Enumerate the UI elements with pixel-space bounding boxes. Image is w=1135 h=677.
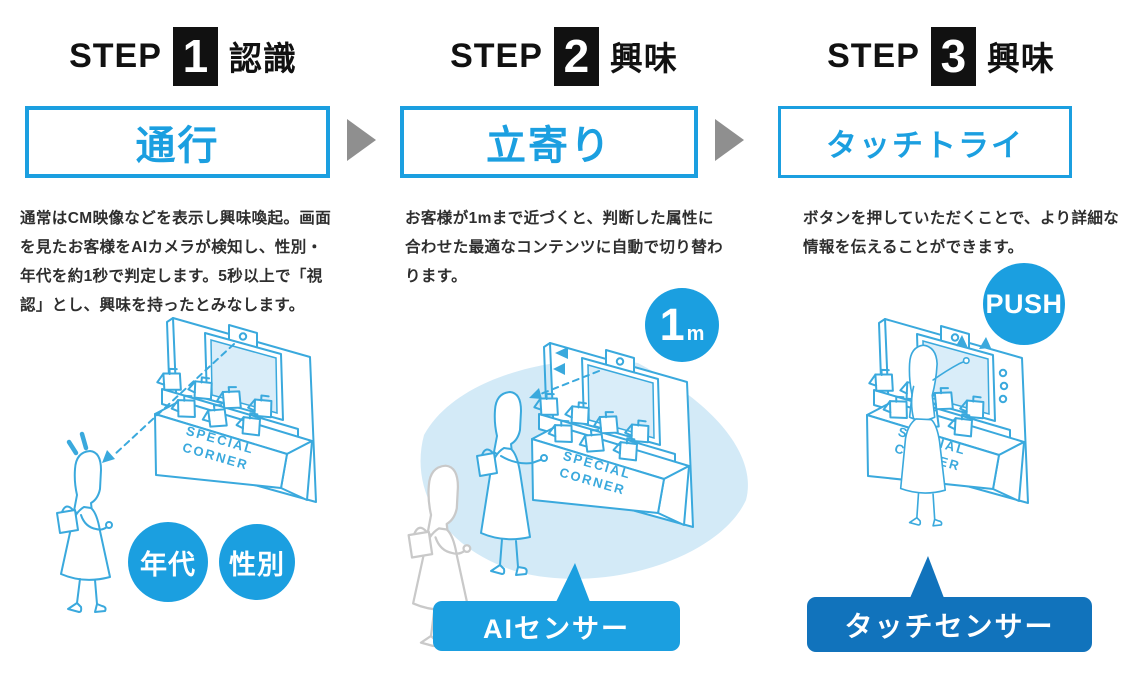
gaze-arrowhead-icon	[102, 450, 115, 463]
step1-desc-line: 認」とし、興味を持ったとみなします。	[20, 297, 305, 314]
surprise-marks	[66, 431, 89, 456]
push-badge: PUSH	[983, 263, 1065, 345]
gaze-dashed-line	[537, 370, 600, 396]
gaze-arrowhead-icon	[529, 388, 542, 399]
step1-desc-line: 年代を約1秒で判定します。5秒以上で「視	[20, 268, 323, 285]
step2-desc-line: 合わせた最適なコンテンツに自動で切り替わ	[405, 239, 724, 256]
step1-desc-line: を見たお客様をAIカメラが検知し、性別・	[20, 239, 323, 256]
step1-number-badge: 1	[172, 26, 218, 86]
flow-arrow-1-icon	[347, 119, 376, 161]
step1-flow-label: 通行	[135, 124, 220, 168]
ai-sensor-label-pointer	[556, 563, 590, 602]
step3-flow-label: タッチトライ	[826, 127, 1024, 163]
step1-desc-line: 通常はCM映像などを表示し興味喚起。画面	[20, 210, 332, 227]
step2-word: STEP	[450, 36, 543, 75]
step2-desc-line: お客様が1mまで近づくと、判断した属性に	[405, 210, 714, 227]
distance-value: 1	[659, 299, 685, 350]
customer-approaching	[476, 391, 548, 576]
age-badge: 年代	[128, 522, 208, 602]
touch-arrow-icon	[979, 337, 991, 349]
distance-unit: m	[686, 323, 705, 345]
step3-category: 興味	[986, 40, 1055, 77]
step2-illustration	[407, 285, 748, 648]
gender-badge: 性別	[219, 524, 295, 600]
age-badge-label: 年代	[140, 549, 196, 580]
step1-description: 通常はCM映像などを表示し興味喚起。画面 を見たお客様をAIカメラが検知し、性別…	[20, 204, 356, 320]
step2-flow-label: 立寄り	[486, 124, 612, 168]
step1-category: 認識	[228, 40, 297, 77]
step3-desc-line: ボタンを押していただくことで、より詳細な	[803, 210, 1120, 227]
ai-sensor-label: AIセンサー	[433, 601, 680, 651]
step1-word: STEP	[69, 36, 162, 75]
step3-desc-line: 情報を伝えることができます。	[803, 239, 1024, 256]
panel-button-dot	[999, 381, 1009, 391]
step2-number-badge: 2	[553, 26, 599, 86]
customer-walking	[56, 450, 113, 613]
distance-badge: 1 m	[645, 288, 719, 362]
ai-sensor-label-text: AIセンサー	[483, 613, 630, 644]
content-switch-arrow-icon	[553, 363, 565, 375]
gaze-dashed-line	[113, 343, 235, 456]
display-stand-step2	[532, 343, 693, 527]
step3-header: STEP 3 興味	[776, 26, 1106, 86]
step3-illustration	[790, 285, 1135, 527]
touch-arrow-icon	[956, 335, 968, 348]
distance-badge-text: 1 m	[660, 299, 705, 351]
touch-sensor-label-text: タッチセンサー	[844, 610, 1055, 642]
step3-flow-box: タッチトライ	[778, 106, 1072, 178]
step2-description: お客様が1mまで近づくと、判断した属性に 合わせた最適なコンテンツに自動で切り替…	[405, 204, 745, 291]
step2-category: 興味	[609, 40, 678, 77]
gender-badge-label: 性別	[229, 549, 285, 580]
step3-number-badge: 3	[930, 26, 976, 86]
step1-header: STEP 1 認識	[18, 26, 348, 86]
step1-illustration	[56, 312, 370, 613]
touch-sensor-label-pointer	[910, 556, 944, 598]
panel-button-dot	[998, 394, 1008, 404]
panel-button-dot	[998, 368, 1008, 378]
push-badge-label: PUSH	[985, 288, 1063, 319]
step2-desc-line: ります。	[405, 268, 468, 285]
customer-touching	[899, 344, 970, 527]
step3-description: ボタンを押していただくことで、より詳細な 情報を伝えることができます。	[803, 204, 1135, 262]
step3-word: STEP	[827, 36, 920, 75]
display-stand-step3	[867, 319, 1028, 503]
flow-arrow-2-icon	[715, 119, 744, 161]
step1-flow-box: 通行	[25, 106, 330, 178]
step2-flow-box: 立寄り	[400, 106, 698, 178]
step2-header: STEP 2 興味	[398, 26, 730, 86]
touch-sensor-label: タッチセンサー	[807, 597, 1092, 652]
content-switch-arrow-icon	[555, 347, 568, 359]
